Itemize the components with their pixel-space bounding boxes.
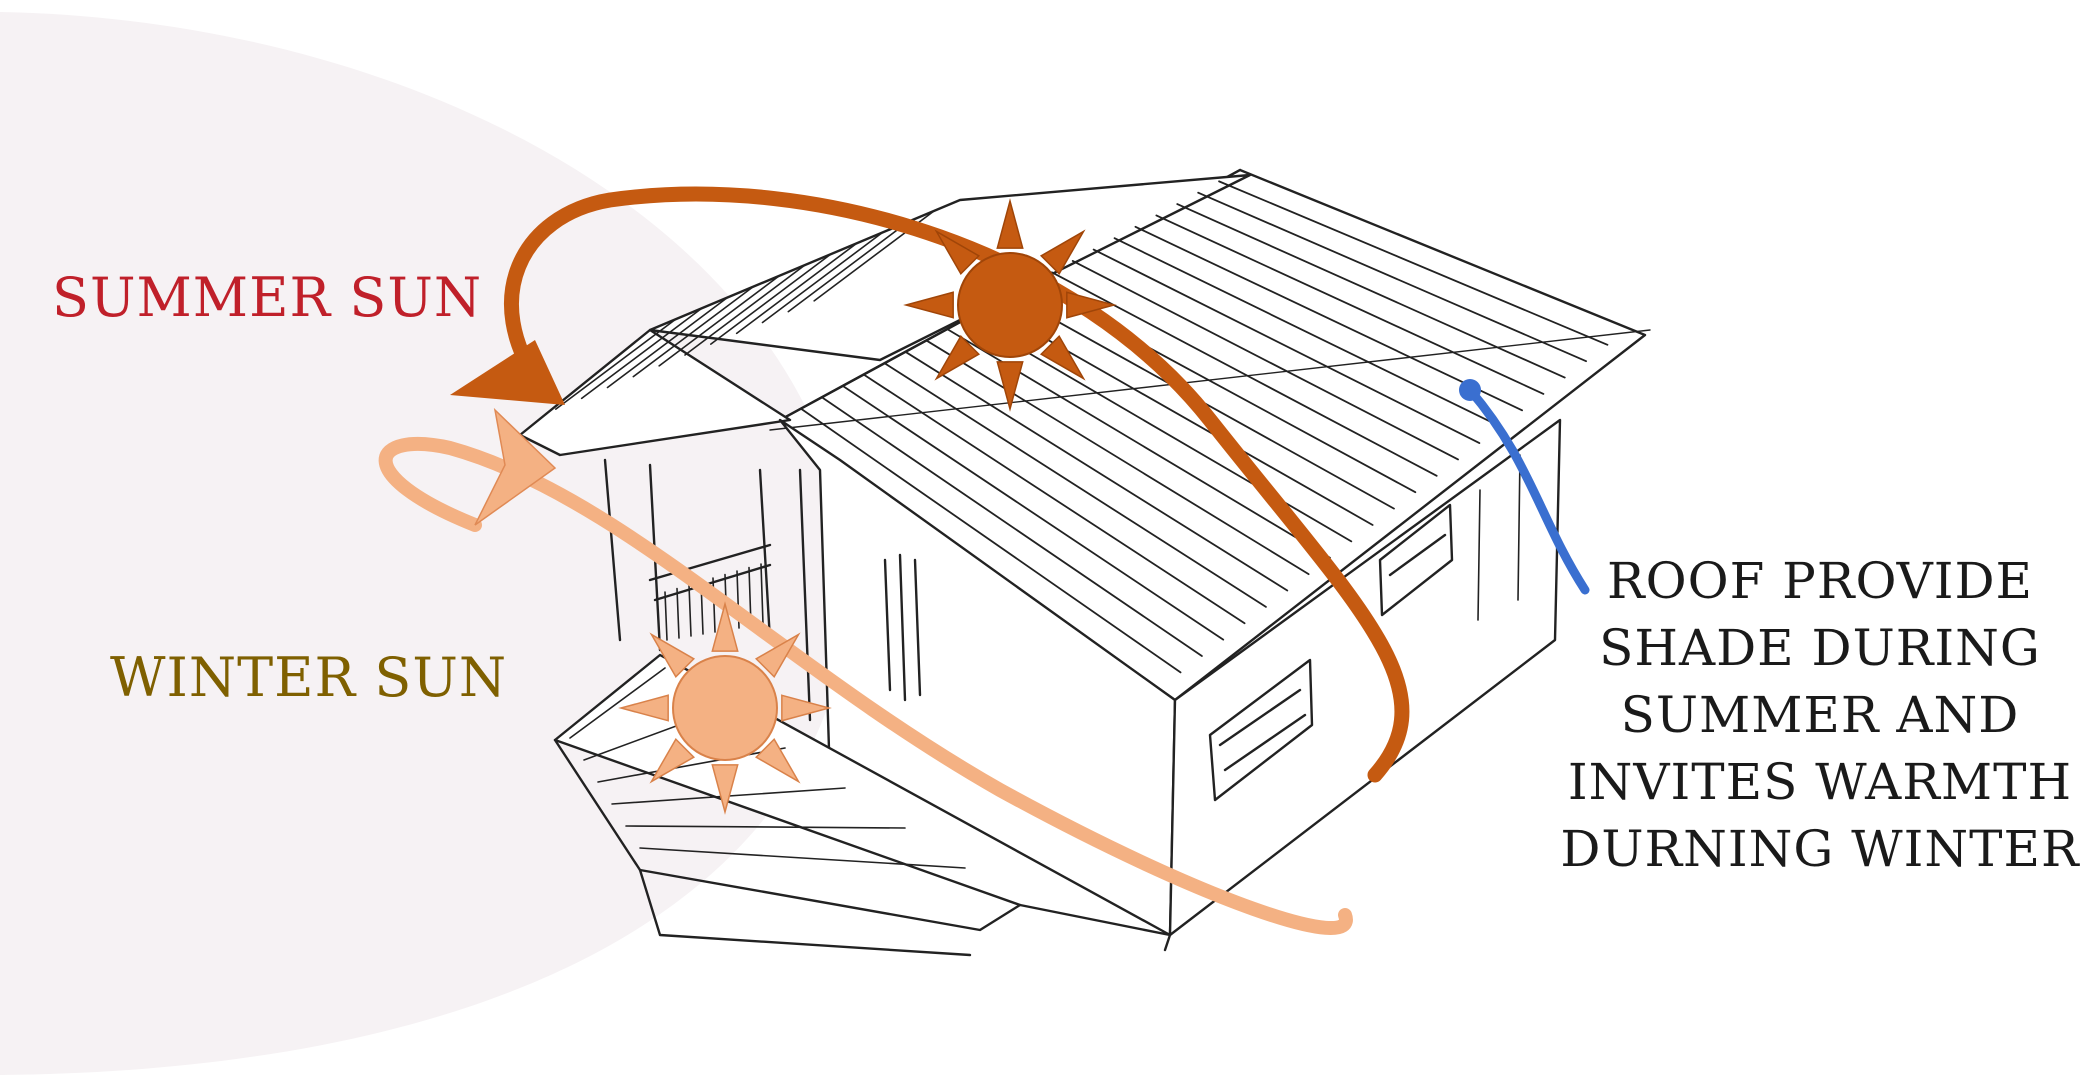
roof-rib [1197, 191, 1588, 363]
sun-ray [754, 632, 801, 679]
roof-rib [761, 231, 884, 324]
roof-rib [1050, 271, 1438, 477]
winter-sun-path [378, 407, 1353, 935]
sun-ray [1039, 334, 1086, 381]
roof-rib [735, 242, 858, 335]
summer-sun-label: SUMMER SUN [52, 266, 483, 329]
step-line [569, 667, 666, 739]
step-line [597, 747, 786, 783]
sun-ray [903, 291, 954, 319]
roof-rib [1218, 180, 1609, 346]
sun-ray [781, 694, 832, 722]
roof-rib [632, 285, 755, 378]
roof-rib [841, 385, 1225, 641]
roof-rib [658, 275, 780, 367]
step-line [625, 825, 906, 829]
note-line: SUMMER AND [1620, 686, 2020, 744]
roof-rib [606, 296, 729, 389]
background-halo [0, 12, 851, 1075]
summer-sun-path [450, 186, 1410, 783]
winter-orbit-arc [378, 437, 1353, 935]
sun-ray [996, 361, 1024, 412]
roof-ribs-back [555, 210, 935, 410]
roof-rib [787, 220, 910, 313]
roof-rib [883, 362, 1267, 608]
sun-ray [649, 737, 696, 784]
note-line: DURNING WINTER [1560, 820, 2080, 878]
sun-icon [903, 198, 1117, 412]
roof-rib [904, 350, 1289, 592]
sun-ray [934, 334, 981, 381]
roof-rib [820, 396, 1203, 657]
sun-disc [957, 252, 1063, 358]
roof-rib [1176, 203, 1566, 379]
sun-ray [1039, 229, 1086, 276]
step-line [639, 847, 966, 869]
roof-rib [800, 407, 1182, 674]
roof-rib [710, 253, 832, 345]
roof-rib [1071, 260, 1459, 461]
sun-ray [649, 632, 696, 679]
sun-disc [672, 655, 778, 761]
sun-ray [996, 198, 1024, 249]
roof-rib [580, 307, 703, 400]
summer-arrow-head [450, 340, 565, 405]
sun-ray [754, 737, 801, 784]
roof-rib [1113, 237, 1502, 428]
note-line: SHADE DURING [1599, 619, 2041, 677]
winter-arrow-head [474, 407, 557, 526]
leader-line [1459, 379, 1590, 595]
sun-ray [618, 694, 669, 722]
note-line: INVITES WARMTH [1567, 753, 2073, 811]
baluster [664, 591, 668, 641]
baluster [688, 584, 692, 637]
roof-rib [1134, 225, 1523, 412]
sun-ray [711, 601, 739, 652]
roof-rib [1155, 214, 1545, 395]
sun-icon [618, 601, 832, 815]
baluster [760, 563, 764, 625]
roof-rib [1092, 248, 1481, 444]
roof-rib [684, 264, 806, 356]
note-line: ROOF PROVIDE [1606, 552, 2034, 610]
roof-rib [925, 339, 1310, 576]
winter-sun-label: WINTER SUN [110, 646, 508, 709]
sun-ray [711, 764, 739, 815]
baluster [676, 587, 680, 639]
roof-rib [555, 318, 677, 410]
sun-ray [1066, 291, 1117, 319]
roof-rib [862, 373, 1246, 625]
sun-ray [934, 229, 981, 276]
roof-note: ROOF PROVIDE SHADE DURING SUMMER AND INV… [1540, 548, 2095, 883]
porch-steps [569, 667, 966, 869]
summer-orbit-arc [503, 186, 1410, 783]
roof-rib [967, 316, 1353, 543]
